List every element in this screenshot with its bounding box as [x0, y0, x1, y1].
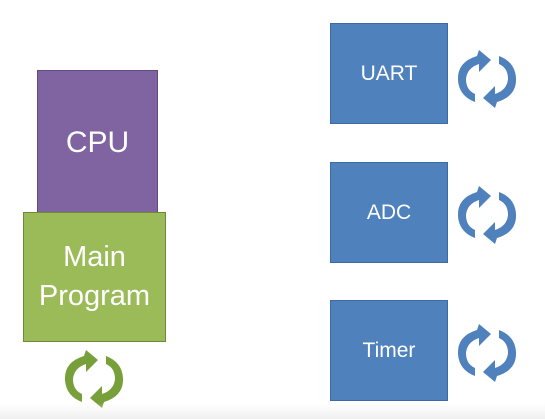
timer-label: Timer — [362, 338, 416, 362]
bottom-edge-shadow — [0, 403, 545, 419]
adc-cycle-icon — [457, 186, 517, 244]
main-program-label-line1: Main — [63, 240, 126, 273]
adc-block: ADC — [330, 162, 448, 263]
main-program-label: Main Program — [39, 238, 150, 316]
uart-cycle-icon — [457, 50, 517, 108]
cpu-label: CPU — [65, 125, 130, 159]
adc-label: ADC — [366, 200, 412, 224]
timer-cycle-icon — [457, 324, 517, 382]
main-program-block: Main Program — [23, 212, 166, 342]
cpu-block: CPU — [37, 70, 158, 215]
main-cycle-icon — [64, 350, 124, 408]
uart-label: UART — [360, 61, 418, 85]
uart-block: UART — [330, 23, 448, 124]
main-program-label-line2: Program — [38, 280, 151, 312]
timer-block: Timer — [330, 300, 448, 401]
